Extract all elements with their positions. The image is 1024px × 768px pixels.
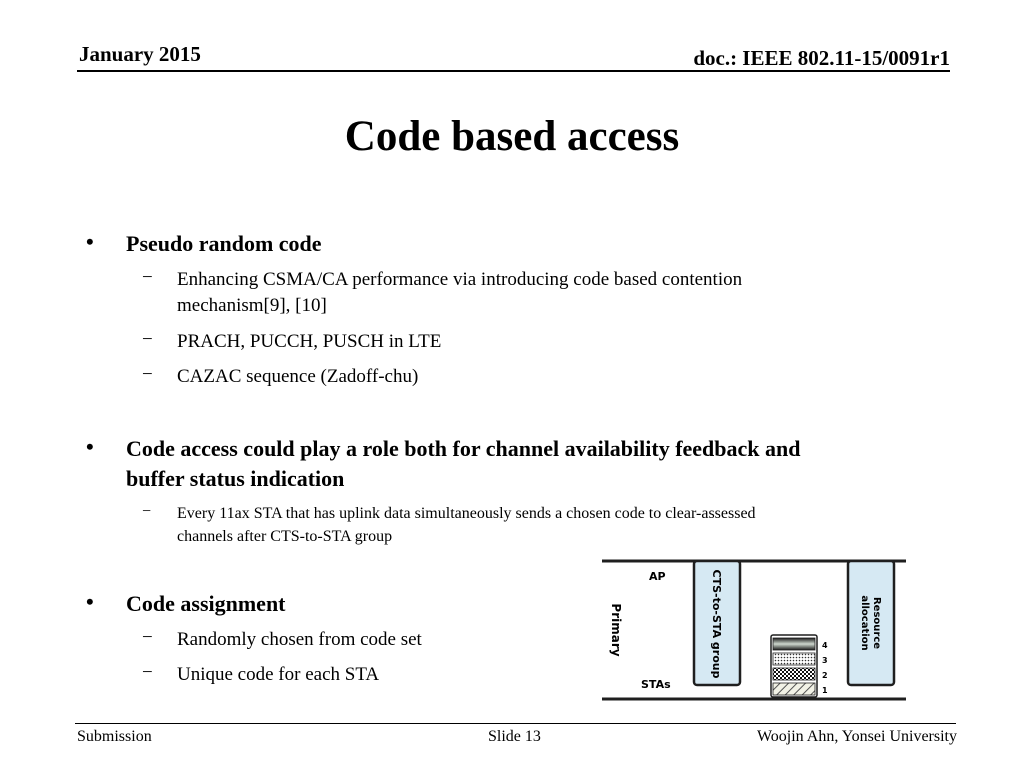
dash-marker: − (142, 329, 153, 350)
diagram-svg: AP STAs Primary CTS-to-STA group Resourc… (602, 559, 906, 701)
sub-bullet-csma: Enhancing CSMA/CA performance via introd… (177, 269, 743, 290)
dash-marker: − (142, 364, 153, 385)
stas-label: STAs (641, 678, 671, 691)
sub-bullet-random: Randomly chosen from code set (177, 629, 422, 650)
resource-label-line2: allocation (859, 595, 870, 650)
resource-label-line1: Resource (871, 597, 882, 649)
sub-bullet-lte: PRACH, PUCCH, PUSCH in LTE (177, 331, 442, 352)
sub-bullet-every-sta-cont: channels after CTS-to-STA group (177, 528, 393, 545)
slide-title: Code based access (344, 113, 680, 160)
ap-label: AP (649, 570, 666, 583)
bullet-pseudo-random-code: Pseudo random code (126, 231, 322, 256)
code-2-block (772, 667, 816, 681)
footer-author: Woojin Ahn, Yonsei University (756, 728, 957, 745)
code-number-4: 4 (822, 641, 828, 650)
bullet-code-assignment: Code assignment (126, 591, 286, 616)
footer-slide-number: Slide 13 (488, 728, 541, 745)
resource-allocation-box (846, 559, 896, 687)
code-number-2: 2 (822, 671, 828, 680)
bullet-code-access-role-cont: buffer status indication (126, 466, 345, 491)
dash-marker: − (142, 503, 152, 520)
header-doc-id: doc.: IEEE 802.11-15/0091r1 (693, 46, 950, 70)
primary-label: Primary (609, 603, 623, 656)
dash-marker: − (142, 662, 153, 683)
cts-to-sta-box (692, 559, 742, 687)
code-access-diagram: AP STAs Primary CTS-to-STA group Resourc… (600, 557, 910, 703)
dash-marker: − (142, 627, 153, 648)
bullet-marker: • (86, 229, 94, 254)
sub-bullet-csma-cont: mechanism[9], [10] (177, 295, 327, 316)
bullet-code-access-role: Code access could play a role both for c… (126, 436, 801, 461)
bullet-marker: • (86, 434, 94, 459)
code-number-1: 1 (822, 686, 828, 695)
footer-divider (75, 723, 956, 724)
dash-marker: − (142, 267, 153, 288)
footer-submission: Submission (77, 728, 152, 745)
sub-bullet-every-sta: Every 11ax STA that has uplink data simu… (177, 505, 756, 522)
code-stack (770, 634, 818, 698)
sub-bullet-cazac: CAZAC sequence (Zadoff-chu) (177, 366, 419, 387)
sub-bullet-unique: Unique code for each STA (177, 664, 380, 685)
code-4-block (772, 637, 816, 651)
bullet-marker: • (86, 589, 94, 614)
code-1-block (772, 682, 816, 696)
header-divider (77, 70, 950, 72)
code-3-block (772, 652, 816, 666)
header-date: January 2015 (79, 42, 201, 66)
code-number-3: 3 (822, 656, 828, 665)
cts-to-sta-group-label: CTS-to-STA group (710, 570, 723, 679)
